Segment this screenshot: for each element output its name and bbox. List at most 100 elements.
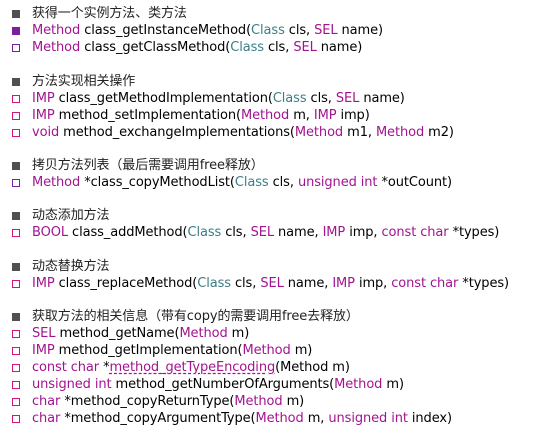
square-bullet-icon [12,211,20,220]
code-line: void method_exchangeImplementations(Meth… [12,124,542,141]
keyword-token: Method [32,23,81,38]
section-heading-text: 方法实现相关操作 [32,74,136,89]
code-text: method_getNumberOfArguments( [111,377,335,392]
code-text: name) [337,23,384,38]
code-text: index) [407,411,452,426]
code-text: cls, [263,40,294,55]
code-line: const char *method_getTypeEncoding(Metho… [12,359,542,376]
code-text: method_exchangeImplementations( [59,125,295,140]
code-text: *method_copyArgumentType( [60,411,256,426]
code-text: *class_copyMethodList( [80,175,235,190]
checkbox-square-icon [12,346,20,355]
code-line: Method class_getClassMethod(Class cls, S… [12,39,542,56]
code-text: m) [382,377,404,392]
section-heading: 方法实现相关操作 [12,73,542,90]
keyword-token: unsigned int [32,377,112,392]
code-text: cls, [284,23,315,38]
keyword-token: Method [294,125,344,140]
class-token: Class [251,23,285,38]
code-text: cls, [306,91,336,106]
checkbox-square-icon [12,128,20,137]
code-text: class_getMethodImplementation( [54,91,273,106]
code-line: Method class_getInstanceMethod(Class cls… [12,22,542,39]
code-text: cls, [221,225,251,240]
code-text: class_getInstanceMethod( [80,23,252,38]
checkbox-square-icon [12,397,20,406]
code-line: SEL method_getName(Method m) [12,325,542,342]
code-text: m, [289,108,314,123]
code-line: BOOL class_addMethod(Class cls, SEL name… [12,224,542,241]
code-text: class_getClassMethod( [80,40,231,55]
code-text: *types) [458,276,509,291]
keyword-token: BOOL [32,225,68,240]
checkbox-square-icon [12,178,20,187]
code-text: m) [227,326,250,341]
code-text: name, [283,276,333,291]
keyword-token: Method [32,175,81,190]
code-text: imp, [354,276,392,291]
section-heading-text: 获取方法的相关信息（带有copy的需要调用free去释放） [32,309,359,324]
section: 获取方法的相关信息（带有copy的需要调用free去释放）SEL method_… [12,308,542,427]
class-token: Class [272,91,307,106]
checkbox-square-icon [12,279,20,288]
square-bullet-icon [12,77,20,86]
keyword-token: Method [375,125,425,140]
section-heading: 拷贝方法列表（最后需要调用free释放） [12,157,542,174]
checkbox-square-icon [12,94,20,103]
code-line: IMP method_setImplementation(Method m, I… [12,107,542,124]
keyword-token: Method [234,394,283,409]
section-heading: 获得一个实例方法、类方法 [12,5,542,22]
code-text: name, [273,225,323,240]
keyword-token: const char [391,276,459,291]
keyword-token: const char [381,225,449,240]
code-text: class_addMethod( [68,225,188,240]
keyword-token: SEL [260,276,284,291]
code-text: m, [303,411,329,426]
keyword-token: IMP [332,276,355,291]
keyword-token: IMP [32,91,55,106]
keyword-token: Method [242,343,291,358]
code-text: method_getImplementation( [54,343,243,358]
code-text: class_replaceMethod( [54,276,198,291]
checkbox-square-icon [12,329,20,338]
code-line: IMP class_getMethodImplementation(Class … [12,90,542,107]
checkbox-square-icon [12,414,20,423]
code-text: * [99,360,110,375]
class-token: Class [234,175,269,190]
code-line: char *method_copyReturnType(Method m) [12,393,542,410]
section: 拷贝方法列表（最后需要调用free释放）Method *class_copyMe… [12,157,542,191]
keyword-token: SEL [250,225,275,240]
keyword-token: Method [255,411,304,426]
keyword-token: const char [32,360,100,375]
code-line: IMP class_replaceMethod(Class cls, SEL n… [12,275,542,292]
section-heading: 获取方法的相关信息（带有copy的需要调用free去释放） [12,308,542,325]
code-text: m1, [343,125,376,140]
code-line: IMP method_getImplementation(Method m) [12,342,542,359]
square-bullet-icon [12,262,20,271]
section-heading-text: 动态替换方法 [32,259,110,274]
code-text: imp) [336,108,370,123]
code-text: *outCount) [377,175,452,190]
keyword-token: IMP [32,276,55,291]
code-text: m) [290,343,313,358]
keyword-token: method_getTypeEncoding [109,360,276,375]
code-text: *types) [448,225,500,240]
code-line: Method *class_copyMethodList(Class cls, … [12,174,542,191]
code-text: imp, [345,225,382,240]
section-heading-text: 拷贝方法列表（最后需要调用free释放） [32,158,264,173]
checkbox-square-icon [12,363,20,372]
code-text: method_setImplementation( [54,108,241,123]
square-bullet-icon [12,161,20,170]
code-text: cls, [230,276,261,291]
keyword-token: IMP [32,108,55,123]
code-text: (Method m) [275,360,350,375]
keyword-token: SEL [314,23,338,38]
square-bullet-icon [12,312,20,321]
section-heading-text: 获得一个实例方法、类方法 [32,6,187,21]
keyword-token: Method [241,108,290,123]
keyword-token: Method [32,40,81,55]
class-token: Class [230,40,264,55]
